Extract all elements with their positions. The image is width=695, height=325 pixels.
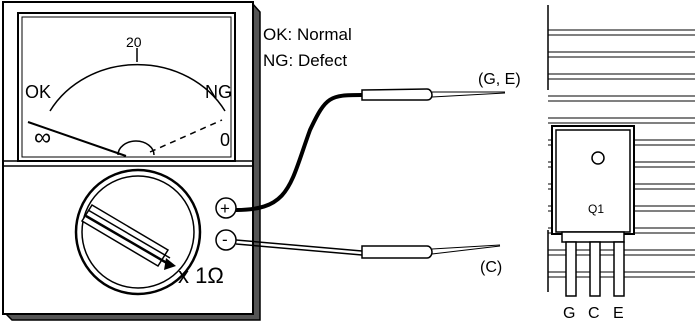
- meter-scale-arc: [49, 63, 226, 112]
- pin-g: [565, 241, 577, 297]
- pin-e-label: E: [613, 305, 624, 322]
- transistor-body: [555, 129, 631, 233]
- needle-ok-position: [27, 121, 127, 157]
- scale-ok-label: OK: [25, 82, 51, 102]
- probe-bottom-label: (C): [480, 259, 502, 276]
- pin-g-label: G: [563, 305, 575, 322]
- range-selector-knob[interactable]: [74, 168, 202, 296]
- range-label: x 1Ω: [178, 263, 224, 288]
- pin-c-label: C: [588, 305, 600, 322]
- scale-top-label: 20: [126, 34, 142, 50]
- knob-pointer-arrow-icon: [164, 258, 176, 270]
- minus-terminal[interactable]: -: [215, 229, 237, 251]
- transistor-label: Q1: [588, 202, 604, 216]
- scale-ng-label: NG: [205, 82, 232, 102]
- meter-display-inner: [21, 16, 232, 158]
- probe-lead-top[interactable]: [235, 88, 506, 212]
- transistor-base: [561, 231, 625, 243]
- multimeter: 20 OK NG ∞ 0 x 1Ω + -: [2, 1, 261, 321]
- probe-lead-bottom[interactable]: [235, 239, 501, 259]
- scale-infinity-label: ∞: [34, 124, 51, 151]
- pin-c: [589, 241, 601, 297]
- needle-ng-position: [149, 119, 223, 153]
- meter-needle-pivot: [117, 140, 155, 156]
- legend-ng: NG: Defect: [263, 51, 347, 70]
- pin-e: [613, 241, 625, 297]
- plus-terminal[interactable]: +: [215, 197, 237, 219]
- minus-terminal-label: -: [222, 230, 228, 249]
- transistor-q1: Q1: [551, 125, 635, 297]
- probe-top-label: (G, E): [478, 71, 521, 88]
- legend-ok: OK: Normal: [263, 25, 352, 44]
- mounting-hole-icon: [591, 151, 605, 165]
- plus-terminal-label: +: [220, 199, 230, 218]
- scale-zero-label: 0: [220, 130, 230, 150]
